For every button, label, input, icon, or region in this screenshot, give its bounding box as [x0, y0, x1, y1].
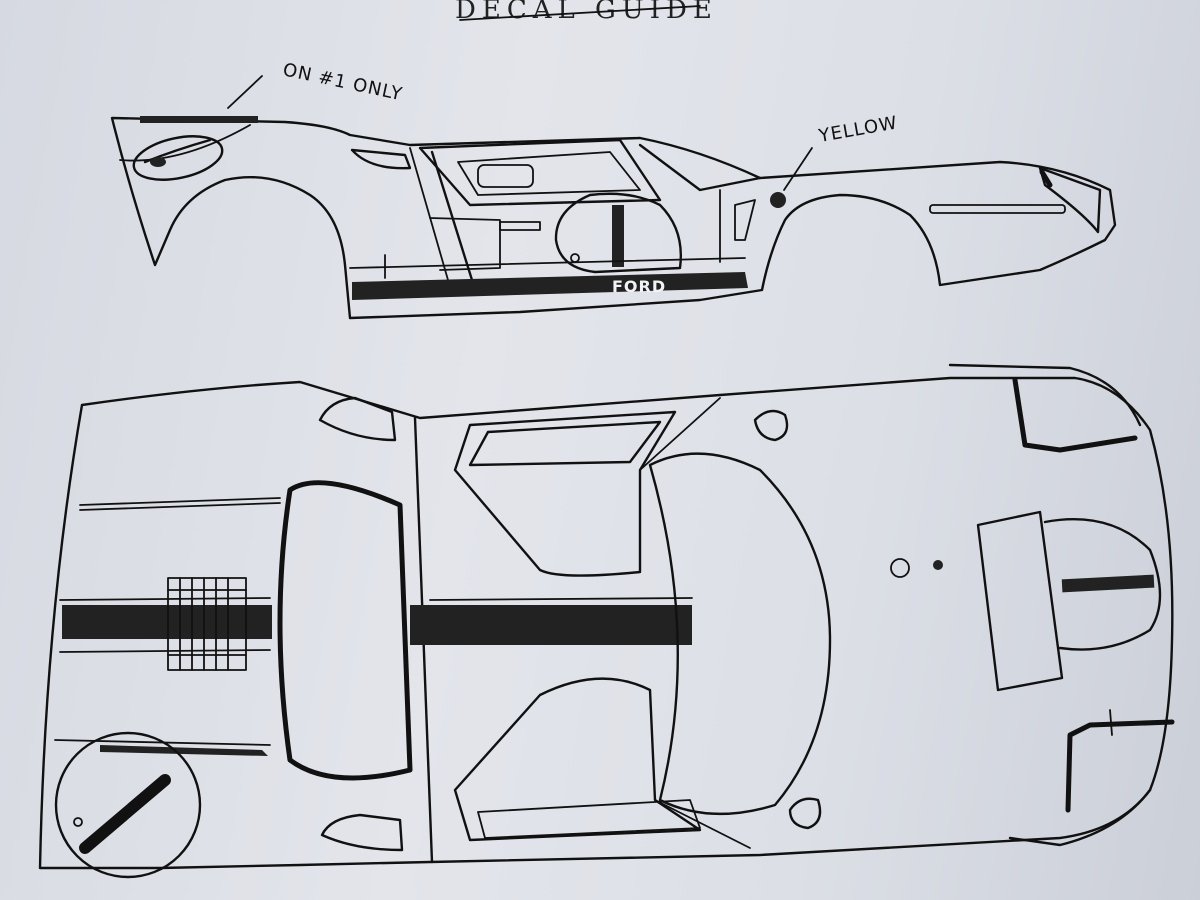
mirror-lower: [788, 797, 822, 830]
side-number-bar: [612, 205, 624, 267]
top-scoop-upper: [318, 396, 397, 442]
rear-window: [277, 480, 413, 781]
front-hood-pin: [1109, 709, 1113, 736]
ford-side-lettering: FORD: [612, 277, 666, 296]
front-fuel-filler: [890, 558, 910, 578]
rear-deck-line-upper: [79, 497, 281, 506]
front-dot-marker: [933, 560, 943, 570]
rear-scoop: [132, 135, 224, 181]
front-fender-vent: [929, 204, 1066, 214]
roof-center-stripe: [410, 605, 692, 645]
top-scoop-lower: [320, 813, 404, 852]
windshield-frame-upper: [639, 397, 721, 471]
windshield-line: [638, 143, 762, 192]
side-vent: [477, 164, 534, 188]
front-fender-lower: [1008, 788, 1152, 847]
door-handle: [499, 221, 541, 231]
side-body-outline: [110, 116, 1117, 320]
side-window: [418, 138, 662, 207]
rear-roundel: [54, 731, 202, 879]
side-intake-lower: [429, 217, 501, 271]
yellow-marker-dot: [770, 192, 786, 208]
on1-leader-line: [227, 75, 263, 109]
rear-deck-line-mid: [59, 597, 271, 601]
windshield-top: [648, 452, 832, 816]
rear-grille: [167, 577, 247, 671]
front-light-stripe-upper: [1012, 377, 1138, 453]
yellow-leader-line: [783, 147, 813, 191]
top-side-window-lower: [453, 677, 702, 842]
yellow-note: YELLOW: [816, 112, 899, 147]
rear-scoop-inner: [143, 138, 212, 164]
top-body-outline: [38, 376, 1174, 870]
front-nose-stripe: [1039, 169, 1053, 188]
door-rear-line: [430, 150, 474, 282]
title-underline: [459, 5, 701, 21]
side-window-inner: [457, 151, 641, 196]
front-roundel-number-bar: [1061, 574, 1155, 593]
scoop-dot: [150, 157, 166, 167]
rear-side-intake: [350, 148, 412, 170]
roof-stripe-edge-upper: [429, 597, 693, 601]
windshield-frame-lower: [654, 799, 751, 849]
rear-deck-line-mid-2: [59, 649, 271, 653]
front-fender-upper: [948, 363, 1142, 427]
top-side-window-upper: [453, 410, 677, 577]
rear-roundel-number-bar: [79, 774, 171, 854]
rear-top-stripe: [140, 116, 258, 123]
door-rear-line-2: [409, 147, 449, 281]
on-number-one-only-note: ON #1 ONLY: [281, 59, 405, 105]
top-side-window-lower-inner: [477, 799, 701, 839]
rear-lower-stripe: [100, 745, 268, 756]
mirror-upper: [753, 409, 789, 442]
front-roundel: [1043, 518, 1162, 651]
rear-fuel-cap: [73, 817, 83, 827]
rocker-stripe: [352, 272, 748, 300]
rear-center-stripe: [62, 605, 272, 639]
rear-deck-line-upper-2: [79, 502, 281, 511]
front-quarter-window: [734, 199, 756, 241]
top-side-window-upper-inner: [468, 420, 662, 467]
front-headlight: [1038, 166, 1102, 234]
side-roundel: [554, 192, 682, 274]
front-light-stripe-lower: [1065, 719, 1175, 813]
sheet-title: DECAL GUIDE: [455, 0, 712, 25]
side-fuel-cap: [570, 253, 580, 263]
car-top-view: [38, 363, 1175, 879]
car-side-view: ON #1 ONLY YELLOW FORD: [110, 59, 1117, 320]
rocker-upper-line: [349, 257, 746, 269]
front-number-panel: [976, 510, 1064, 692]
rear-arch-line: [119, 124, 251, 162]
